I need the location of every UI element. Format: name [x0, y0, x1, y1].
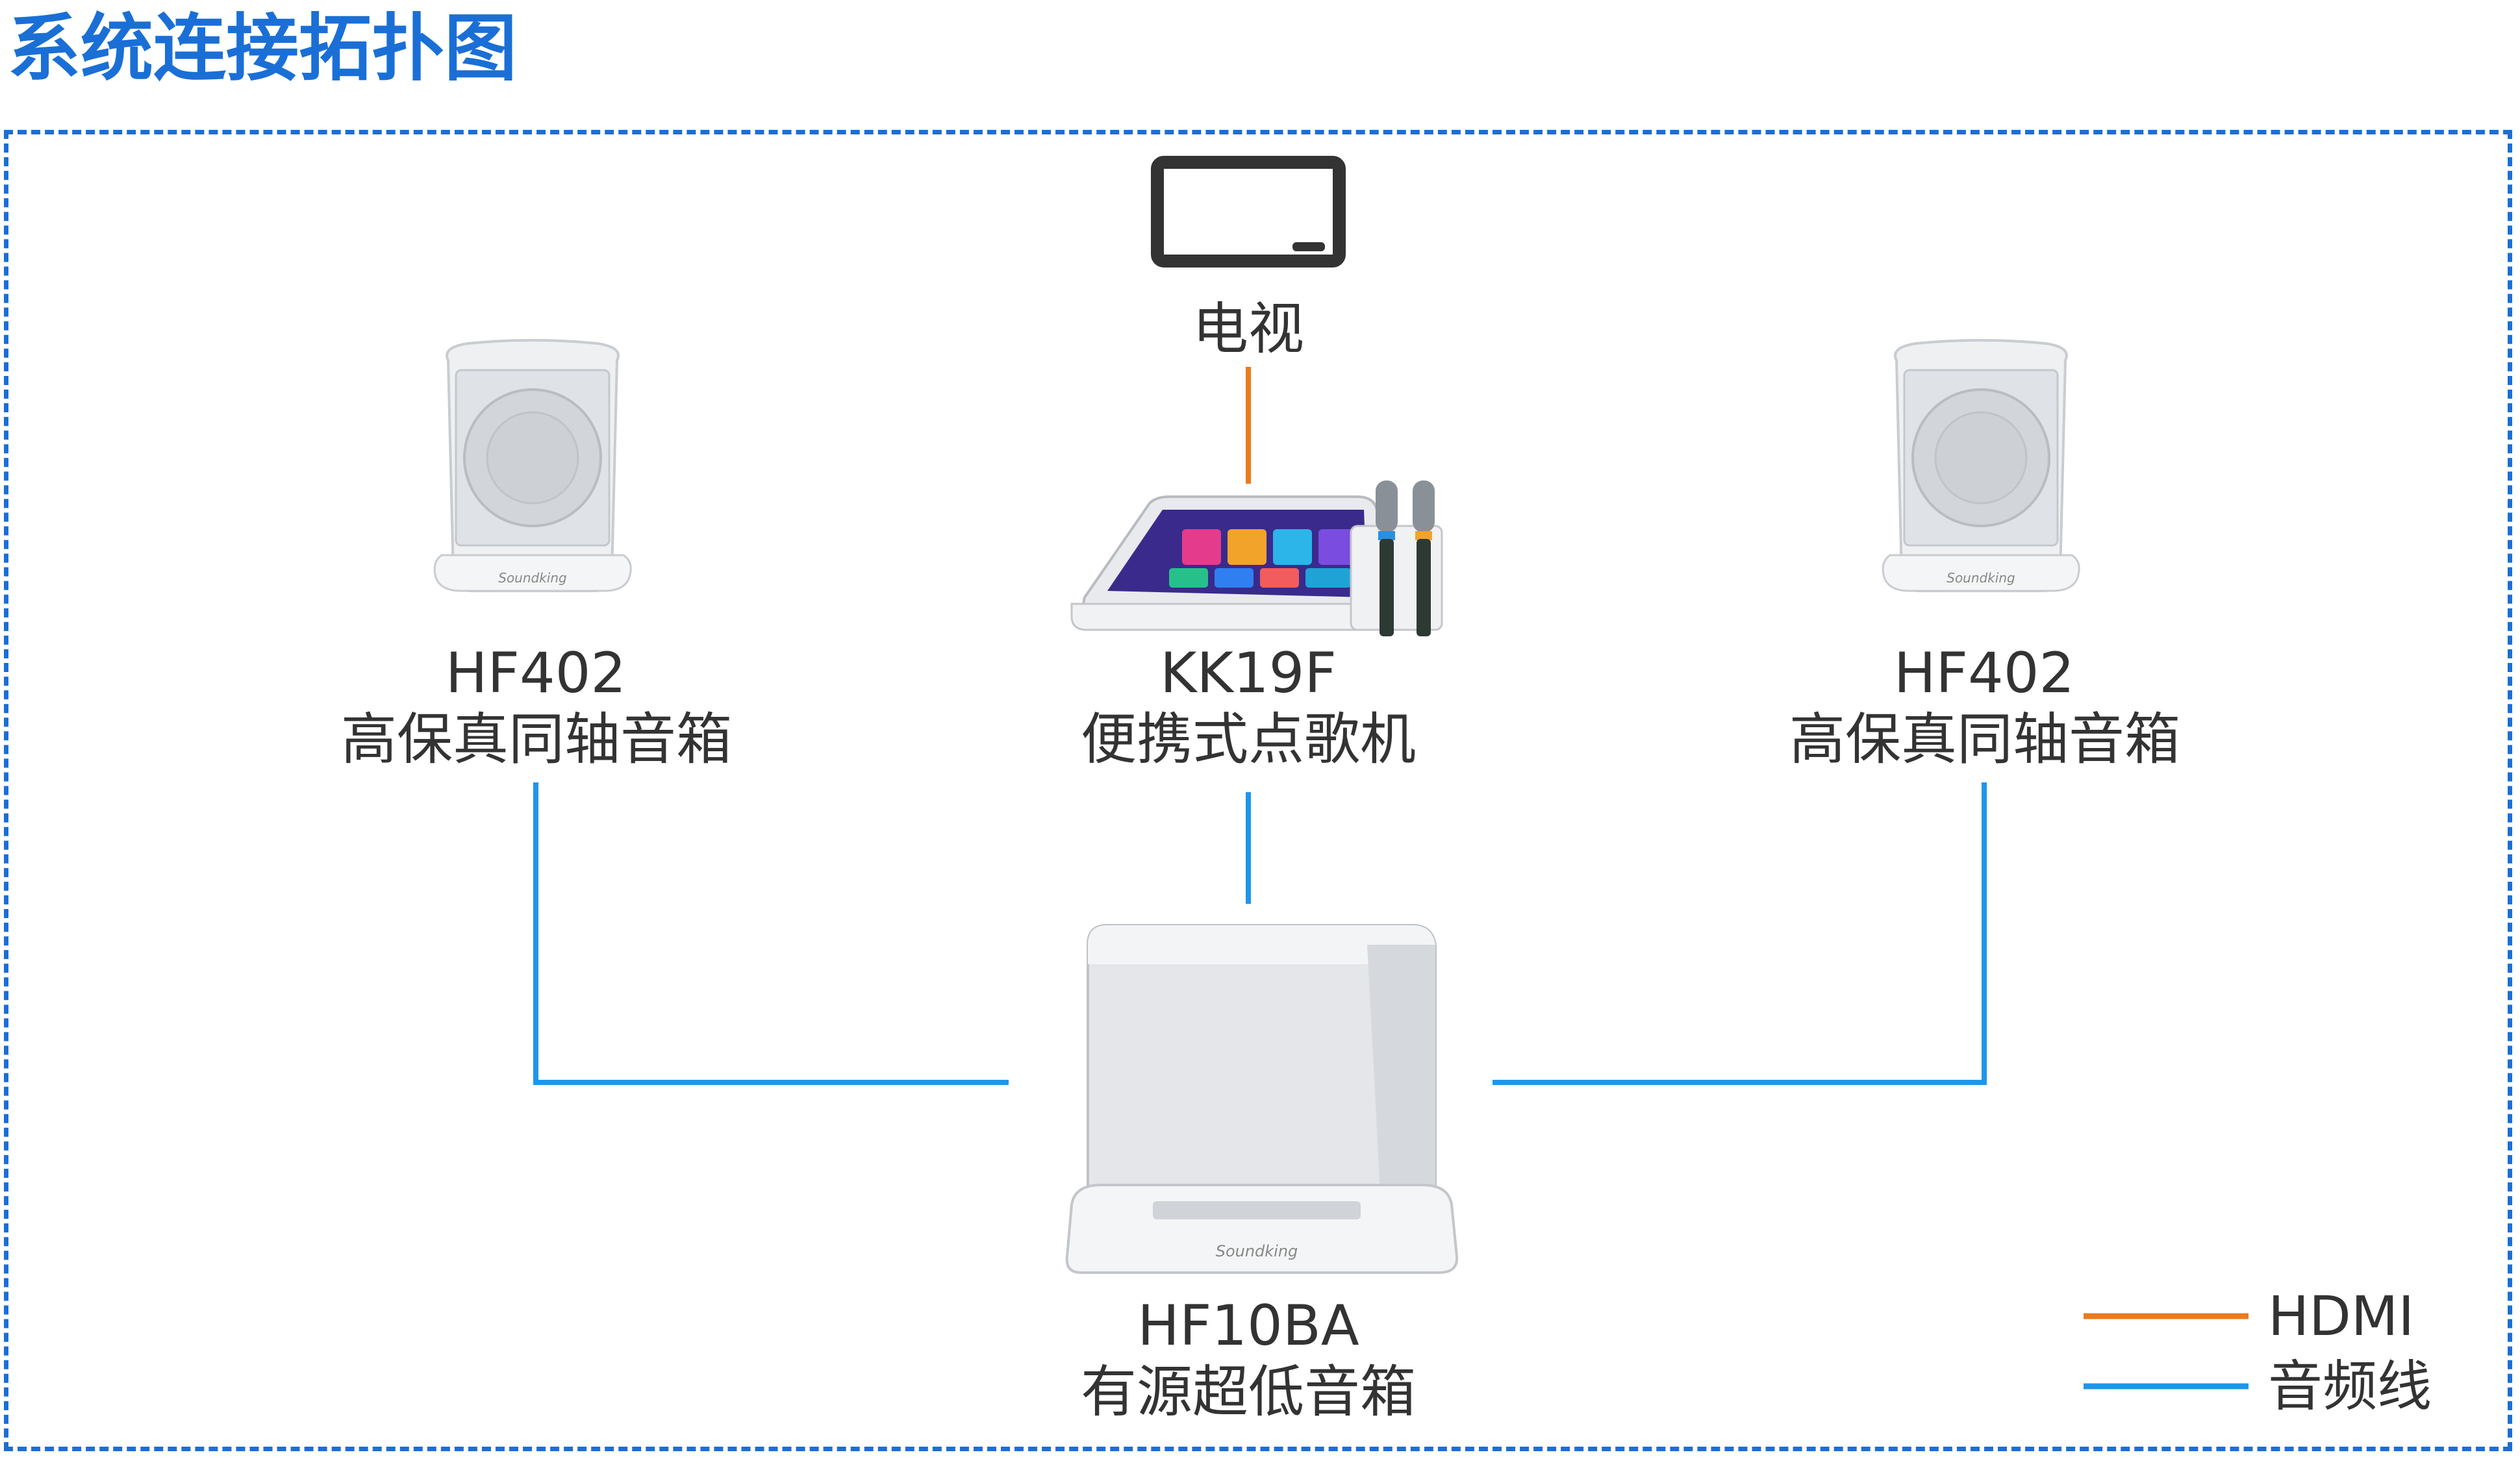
center-player-name: 便携式点歌机	[1081, 707, 1416, 772]
svg-text:Soundking: Soundking	[1947, 570, 2015, 586]
diagram-title: 系统连接拓扑图	[8, 6, 517, 91]
diagram-frame	[4, 130, 2512, 1451]
center-player-model: KK19F	[1160, 641, 1337, 706]
audio-line-right-speaker	[1493, 782, 1987, 1085]
left-speaker-image: Soundking	[433, 339, 632, 592]
subwoofer-image: Soundking	[1065, 924, 1459, 1274]
svg-text:Soundking: Soundking	[1216, 1242, 1298, 1260]
left-speaker-name: 高保真同轴音箱	[341, 707, 732, 772]
right-speaker-name: 高保真同轴音箱	[1789, 707, 2180, 772]
left-speaker-model: HF402	[445, 641, 627, 706]
tv-label: 电视	[1192, 297, 1304, 362]
right-speaker-image: Soundking	[1882, 339, 2080, 592]
karaoke-machine-image	[1070, 480, 1443, 636]
legend-hdmi-label: HDMI	[2268, 1284, 2415, 1348]
tv-icon	[1151, 156, 1346, 268]
audio-line-left-speaker	[533, 782, 1009, 1085]
right-speaker-model: HF402	[1893, 641, 2075, 706]
subwoofer-model: HF10BA	[1137, 1293, 1359, 1358]
svg-text:Soundking: Soundking	[498, 570, 567, 586]
subwoofer-name: 有源超低音箱	[1081, 1360, 1416, 1425]
legend-audio-label: 音频线	[2268, 1354, 2432, 1418]
